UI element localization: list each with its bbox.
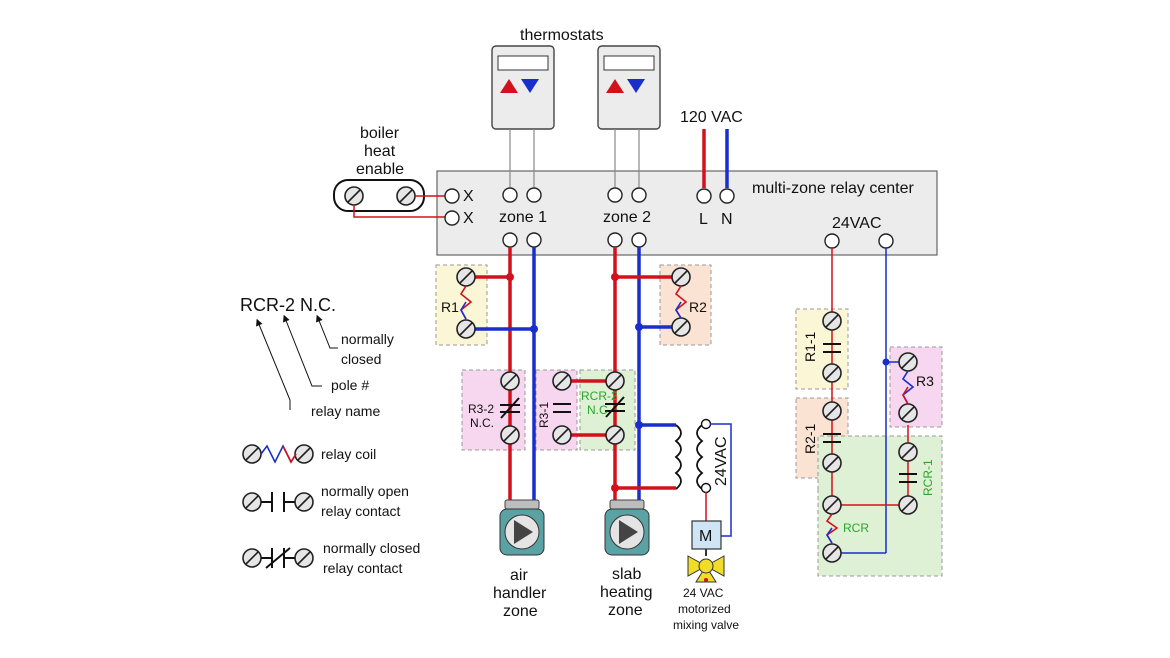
thermostats-label: thermostats: [520, 27, 604, 44]
valve-label-3: mixing valve: [673, 618, 739, 632]
air-label-3: zone: [503, 603, 538, 620]
vac24-label: 24VAC: [832, 215, 882, 232]
rcr2-label-a: RCR-2: [581, 389, 618, 403]
legend-closed: closed: [341, 351, 381, 367]
legend-coil: relay coil: [321, 446, 376, 462]
zone2-label: zone 2: [603, 209, 651, 226]
boiler-label-2: heat: [364, 143, 396, 160]
mixing-valve: [687, 520, 725, 583]
r1-label: R1: [441, 299, 459, 315]
terminal-x1: X: [463, 188, 474, 205]
air-label-1: air: [510, 567, 528, 584]
r1-1-label: R1-1: [802, 331, 818, 362]
power-label: 120 VAC: [680, 109, 743, 126]
legend-arrows: [256, 314, 338, 410]
legend-no-symbol: [242, 492, 314, 512]
terminal-l: L: [699, 211, 708, 228]
rcr2-label-b: N.C: [587, 403, 608, 417]
transformer: [660, 418, 732, 537]
legend-nc-2: relay contact: [323, 560, 402, 576]
legend-no-2: relay contact: [321, 503, 400, 519]
legend-nc-1: normally closed: [323, 540, 420, 556]
legend-code: RCR-2 N.C.: [240, 295, 336, 315]
air-label-2: handler: [493, 585, 547, 602]
r2-label: R2: [689, 299, 707, 315]
slab-label-1: slab: [612, 566, 641, 583]
slab-label-3: zone: [608, 602, 643, 619]
transformer-label: 24VAC: [713, 436, 730, 486]
pump-air-handler: [499, 499, 545, 556]
legend-normally: normally: [341, 331, 394, 347]
thermostat-2: [597, 45, 661, 130]
boiler-label-3: enable: [356, 161, 404, 178]
slab-label-2: heating: [600, 584, 653, 601]
legend-coil-symbol: [242, 444, 314, 464]
r3-2-label-b: N.C.: [470, 416, 494, 430]
legend-relay-name: relay name: [311, 403, 380, 419]
legend-nc-symbol: [242, 547, 314, 569]
relay-center-title: multi-zone relay center: [752, 180, 915, 197]
r2-1-label: R2-1: [802, 423, 818, 454]
boiler-label-1: boiler: [360, 125, 400, 142]
r3-2-label-a: R3-2: [468, 402, 494, 416]
pump-slab-heating: [604, 499, 650, 556]
zone1-label: zone 1: [499, 209, 547, 226]
motor-label: M: [699, 528, 712, 545]
thermostat-1: [491, 45, 555, 130]
r3-1-label: R3-1: [537, 402, 551, 428]
rcr-label: RCR: [843, 521, 869, 535]
relay-center-panel: [436, 170, 938, 256]
r3-label: R3: [916, 373, 934, 389]
terminal-x2: X: [463, 210, 474, 227]
rcr1-label: RCR-1: [921, 459, 935, 496]
valve-label-2: motorized: [678, 602, 731, 616]
rcr-box: [817, 435, 943, 577]
valve-label-1: 24 VAC: [683, 586, 724, 600]
legend-no-1: normally open: [321, 483, 409, 499]
legend-pole: pole #: [331, 377, 369, 393]
terminal-n: N: [721, 211, 733, 228]
